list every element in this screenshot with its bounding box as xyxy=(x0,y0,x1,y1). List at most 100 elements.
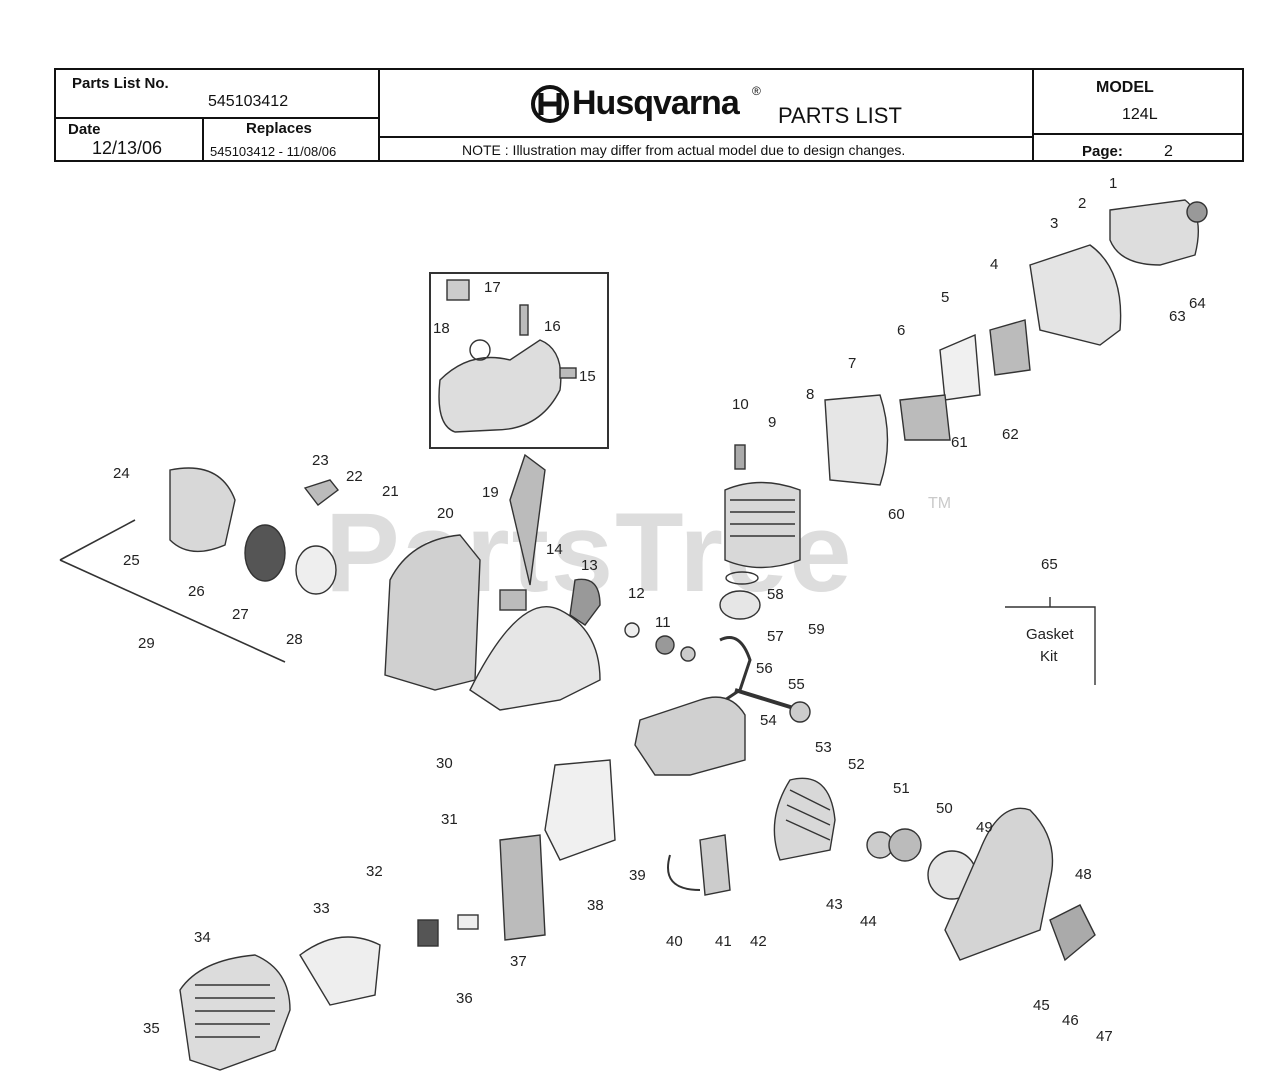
callout-10: 10 xyxy=(732,396,749,413)
callout-4: 4 xyxy=(990,256,998,273)
seal xyxy=(655,635,675,655)
callout-5: 5 xyxy=(941,289,949,306)
callout-7: 7 xyxy=(848,355,856,372)
callout-2: 2 xyxy=(1078,195,1086,212)
muffler-gasket xyxy=(457,914,479,930)
callout-28: 28 xyxy=(286,631,303,648)
callout-27: 27 xyxy=(232,606,249,623)
callout-24: 24 xyxy=(113,465,130,482)
header-divider xyxy=(1032,70,1034,160)
tank-cap xyxy=(499,589,527,611)
cylinder xyxy=(724,481,801,569)
model-label: MODEL xyxy=(1096,79,1154,96)
callout-55: 55 xyxy=(788,676,805,693)
fan-housing xyxy=(384,534,481,691)
starter-spring xyxy=(244,524,286,582)
inset-valve xyxy=(559,367,577,379)
callout-9: 9 xyxy=(768,414,776,431)
gasket-kit-label-line2: Kit xyxy=(1040,648,1058,665)
gasket-kit-bracket xyxy=(1005,597,1096,685)
callout-29: 29 xyxy=(138,635,155,652)
callout-63: 63 xyxy=(1169,308,1186,325)
date-value: 12/13/06 xyxy=(92,138,163,158)
model-value: 124L xyxy=(1122,106,1158,123)
callout-8: 8 xyxy=(806,386,814,403)
bearing xyxy=(789,701,811,723)
primer-bulb xyxy=(569,578,601,626)
callout-62: 62 xyxy=(1002,426,1019,443)
callout-20: 20 xyxy=(437,505,454,522)
starter-pulley xyxy=(295,545,337,595)
piston-ring xyxy=(725,571,759,585)
callout-3: 3 xyxy=(1050,215,1058,232)
callout-64: 64 xyxy=(1189,295,1206,312)
cover-grille xyxy=(195,984,275,1038)
clutch xyxy=(888,828,922,862)
callout-38: 38 xyxy=(587,897,604,914)
callout-12: 12 xyxy=(628,585,645,602)
callout-35: 35 xyxy=(143,1020,160,1037)
replaces-label: Replaces xyxy=(246,120,312,137)
parts-list-title: PARTS LIST xyxy=(778,103,902,128)
shaft-coupling xyxy=(1049,904,1096,962)
spark-plug xyxy=(734,444,746,470)
gasket-plate xyxy=(939,333,981,401)
clutch-housing xyxy=(944,807,1054,961)
replaces-value: 545103412 - 11/08/06 xyxy=(210,144,337,159)
callout-13: 13 xyxy=(581,557,598,574)
callout-26: 26 xyxy=(188,583,205,600)
cylinder-cover xyxy=(299,936,381,1006)
callout-19: 19 xyxy=(482,484,499,501)
ignition-module xyxy=(699,834,731,896)
rope-line xyxy=(59,519,136,561)
inset-box xyxy=(429,272,609,449)
callout-37: 37 xyxy=(510,953,527,970)
trademark-mark: TM xyxy=(928,495,952,512)
starter-housing xyxy=(169,467,236,553)
callout-52: 52 xyxy=(848,756,865,773)
callout-41: 41 xyxy=(715,933,732,950)
callout-33: 33 xyxy=(313,900,330,917)
callout-59: 59 xyxy=(808,621,825,638)
callout-65: 65 xyxy=(1041,556,1058,573)
inset-primer xyxy=(519,304,529,336)
engine-cover xyxy=(179,954,291,1071)
parts-list-header: Parts List No. 545103412 Date 12/13/06 R… xyxy=(54,68,1244,162)
fuel-tank xyxy=(469,605,601,711)
callout-56: 56 xyxy=(756,660,773,677)
callout-57: 57 xyxy=(767,628,784,645)
callout-15: 15 xyxy=(579,368,596,385)
header-divider xyxy=(202,117,204,160)
callout-labels: 1 2 3 4 5 6 7 8 9 10 11 12 13 14 15 16 1… xyxy=(113,175,1206,1045)
callout-14: 14 xyxy=(546,541,563,558)
crankcase xyxy=(634,696,746,776)
inset-fuel-tank xyxy=(438,339,562,433)
exploded-parts-diagram: 1 2 3 4 5 6 7 8 9 10 11 12 13 14 15 16 1… xyxy=(59,175,1208,1071)
air-filter-housing xyxy=(1029,244,1122,346)
callout-54: 54 xyxy=(760,712,777,729)
callout-34: 34 xyxy=(194,929,211,946)
parts-list-no-label: Parts List No. xyxy=(72,75,169,92)
callout-42: 42 xyxy=(750,933,767,950)
header-divider xyxy=(56,117,378,119)
heat-shield xyxy=(824,394,889,486)
rope-line xyxy=(59,559,286,663)
callout-16: 16 xyxy=(544,318,561,335)
callout-31: 31 xyxy=(441,811,458,828)
crankshaft xyxy=(719,636,752,702)
callout-43: 43 xyxy=(826,896,843,913)
header-divider xyxy=(378,136,1032,138)
callout-6: 6 xyxy=(897,322,905,339)
direction-arrow xyxy=(509,453,546,586)
piston xyxy=(719,590,761,620)
callout-40: 40 xyxy=(666,933,683,950)
callout-32: 32 xyxy=(366,863,383,880)
callout-17: 17 xyxy=(484,279,501,296)
callout-61: 61 xyxy=(951,434,968,451)
inset-filter xyxy=(469,339,491,361)
crank-shaft-rod xyxy=(734,688,801,712)
ignition-lead xyxy=(667,854,701,891)
gasket-kit-label-line1: Gasket xyxy=(1026,626,1074,643)
callout-53: 53 xyxy=(815,739,832,756)
callout-46: 46 xyxy=(1062,1012,1079,1029)
